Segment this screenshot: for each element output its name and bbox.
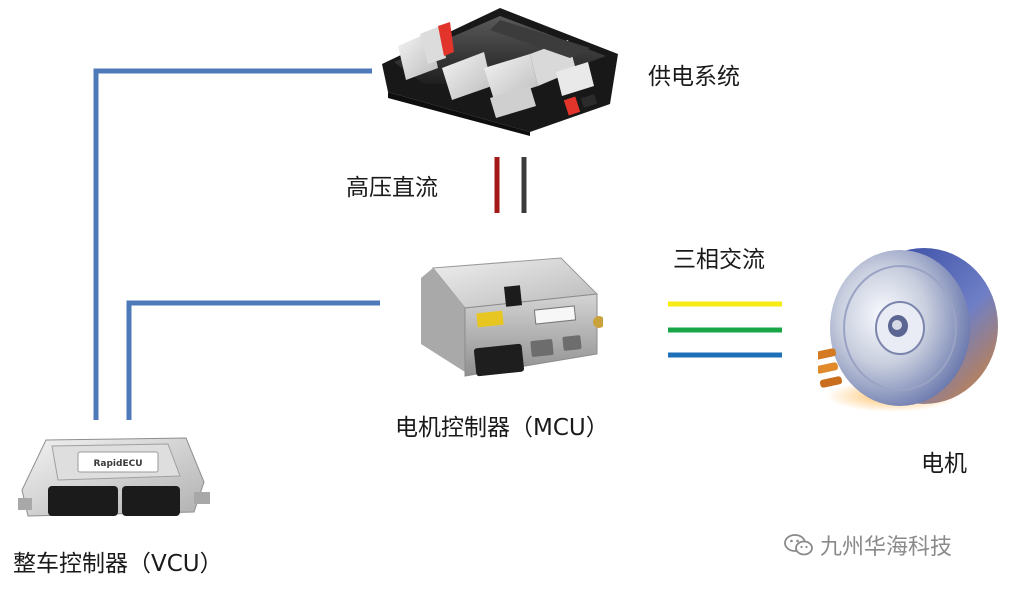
watermark-text: 九州华海科技 [820, 535, 953, 560]
vcu-controller-image: RapidECU [18, 437, 210, 517]
vcu-to-battery-signal-line [93, 68, 372, 420]
power-system-label: 供电系统 [648, 64, 740, 90]
motor-label: 电机 [921, 451, 967, 477]
vcu-label: 整车控制器（VCU） [13, 551, 223, 577]
mcu-controller-image [421, 257, 603, 377]
wechat-icon [784, 534, 813, 556]
vcu-to-mcu-signal-line [126, 300, 380, 420]
vcu-brand-label: RapidECU [93, 459, 142, 469]
mcu-label: 电机控制器（MCU） [395, 415, 609, 441]
three-phase-ac-label: 三相交流 [673, 247, 765, 273]
battery-red-module [438, 22, 454, 56]
hv-dc-label: 高压直流 [346, 175, 438, 201]
watermark: 九州华海科技 [784, 529, 952, 561]
motor-image [818, 248, 998, 412]
battery-pack-image [382, 8, 618, 136]
